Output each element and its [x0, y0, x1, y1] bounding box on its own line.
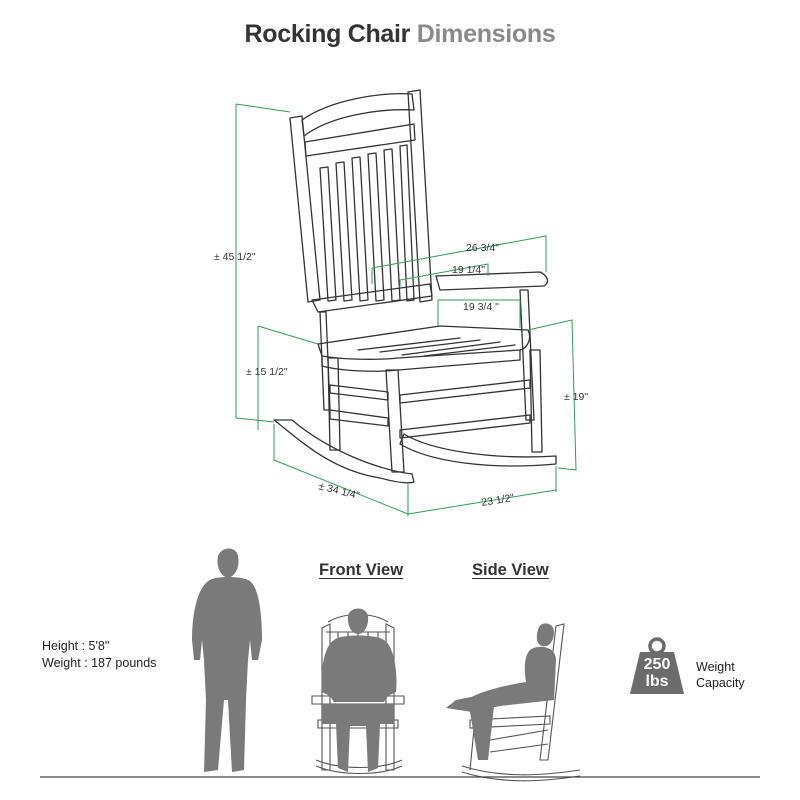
title-primary: Rocking Chair: [244, 20, 411, 48]
dimension-lines: [235, 103, 577, 516]
front-view-label: Front View: [319, 561, 404, 579]
capacity-label-line2: Capacity: [696, 676, 745, 690]
side-view-person: [446, 623, 556, 760]
capacity-unit: lbs: [645, 673, 669, 690]
person-weight: Weight : 187 pounds: [42, 656, 157, 670]
title-secondary: Dimensions: [416, 20, 556, 48]
inner-arm-width-label: 19 1/4": [452, 264, 485, 276]
rocking-chair-drawing: [273, 89, 557, 484]
front-view-person: [321, 608, 397, 772]
seat-depth-label: ± 19": [564, 391, 588, 403]
overall-height-label: ± 45 1/2": [214, 251, 256, 263]
seat-width-label: 19 3/4 ": [463, 301, 499, 313]
side-view-label: Side View: [472, 561, 549, 579]
capacity-label-line1: Weight: [696, 660, 735, 674]
arm-width-label: 26 3/4": [466, 242, 499, 254]
weight-badge-icon: [630, 637, 684, 694]
overall-depth-label: ± 34 1/4": [317, 480, 361, 502]
capacity-label: Weight Capacity: [696, 659, 745, 691]
person-silhouette: [192, 548, 262, 772]
page-title: Rocking Chair Dimensions: [0, 20, 800, 49]
capacity-number: 250: [643, 656, 671, 673]
seat-height-label: ± 15 1/2": [246, 366, 288, 378]
person-height: Height : 5'8": [42, 639, 110, 653]
person-stats: Height : 5'8" Weight : 187 pounds: [42, 638, 156, 672]
overall-width-label: 23 1/2": [481, 492, 516, 509]
